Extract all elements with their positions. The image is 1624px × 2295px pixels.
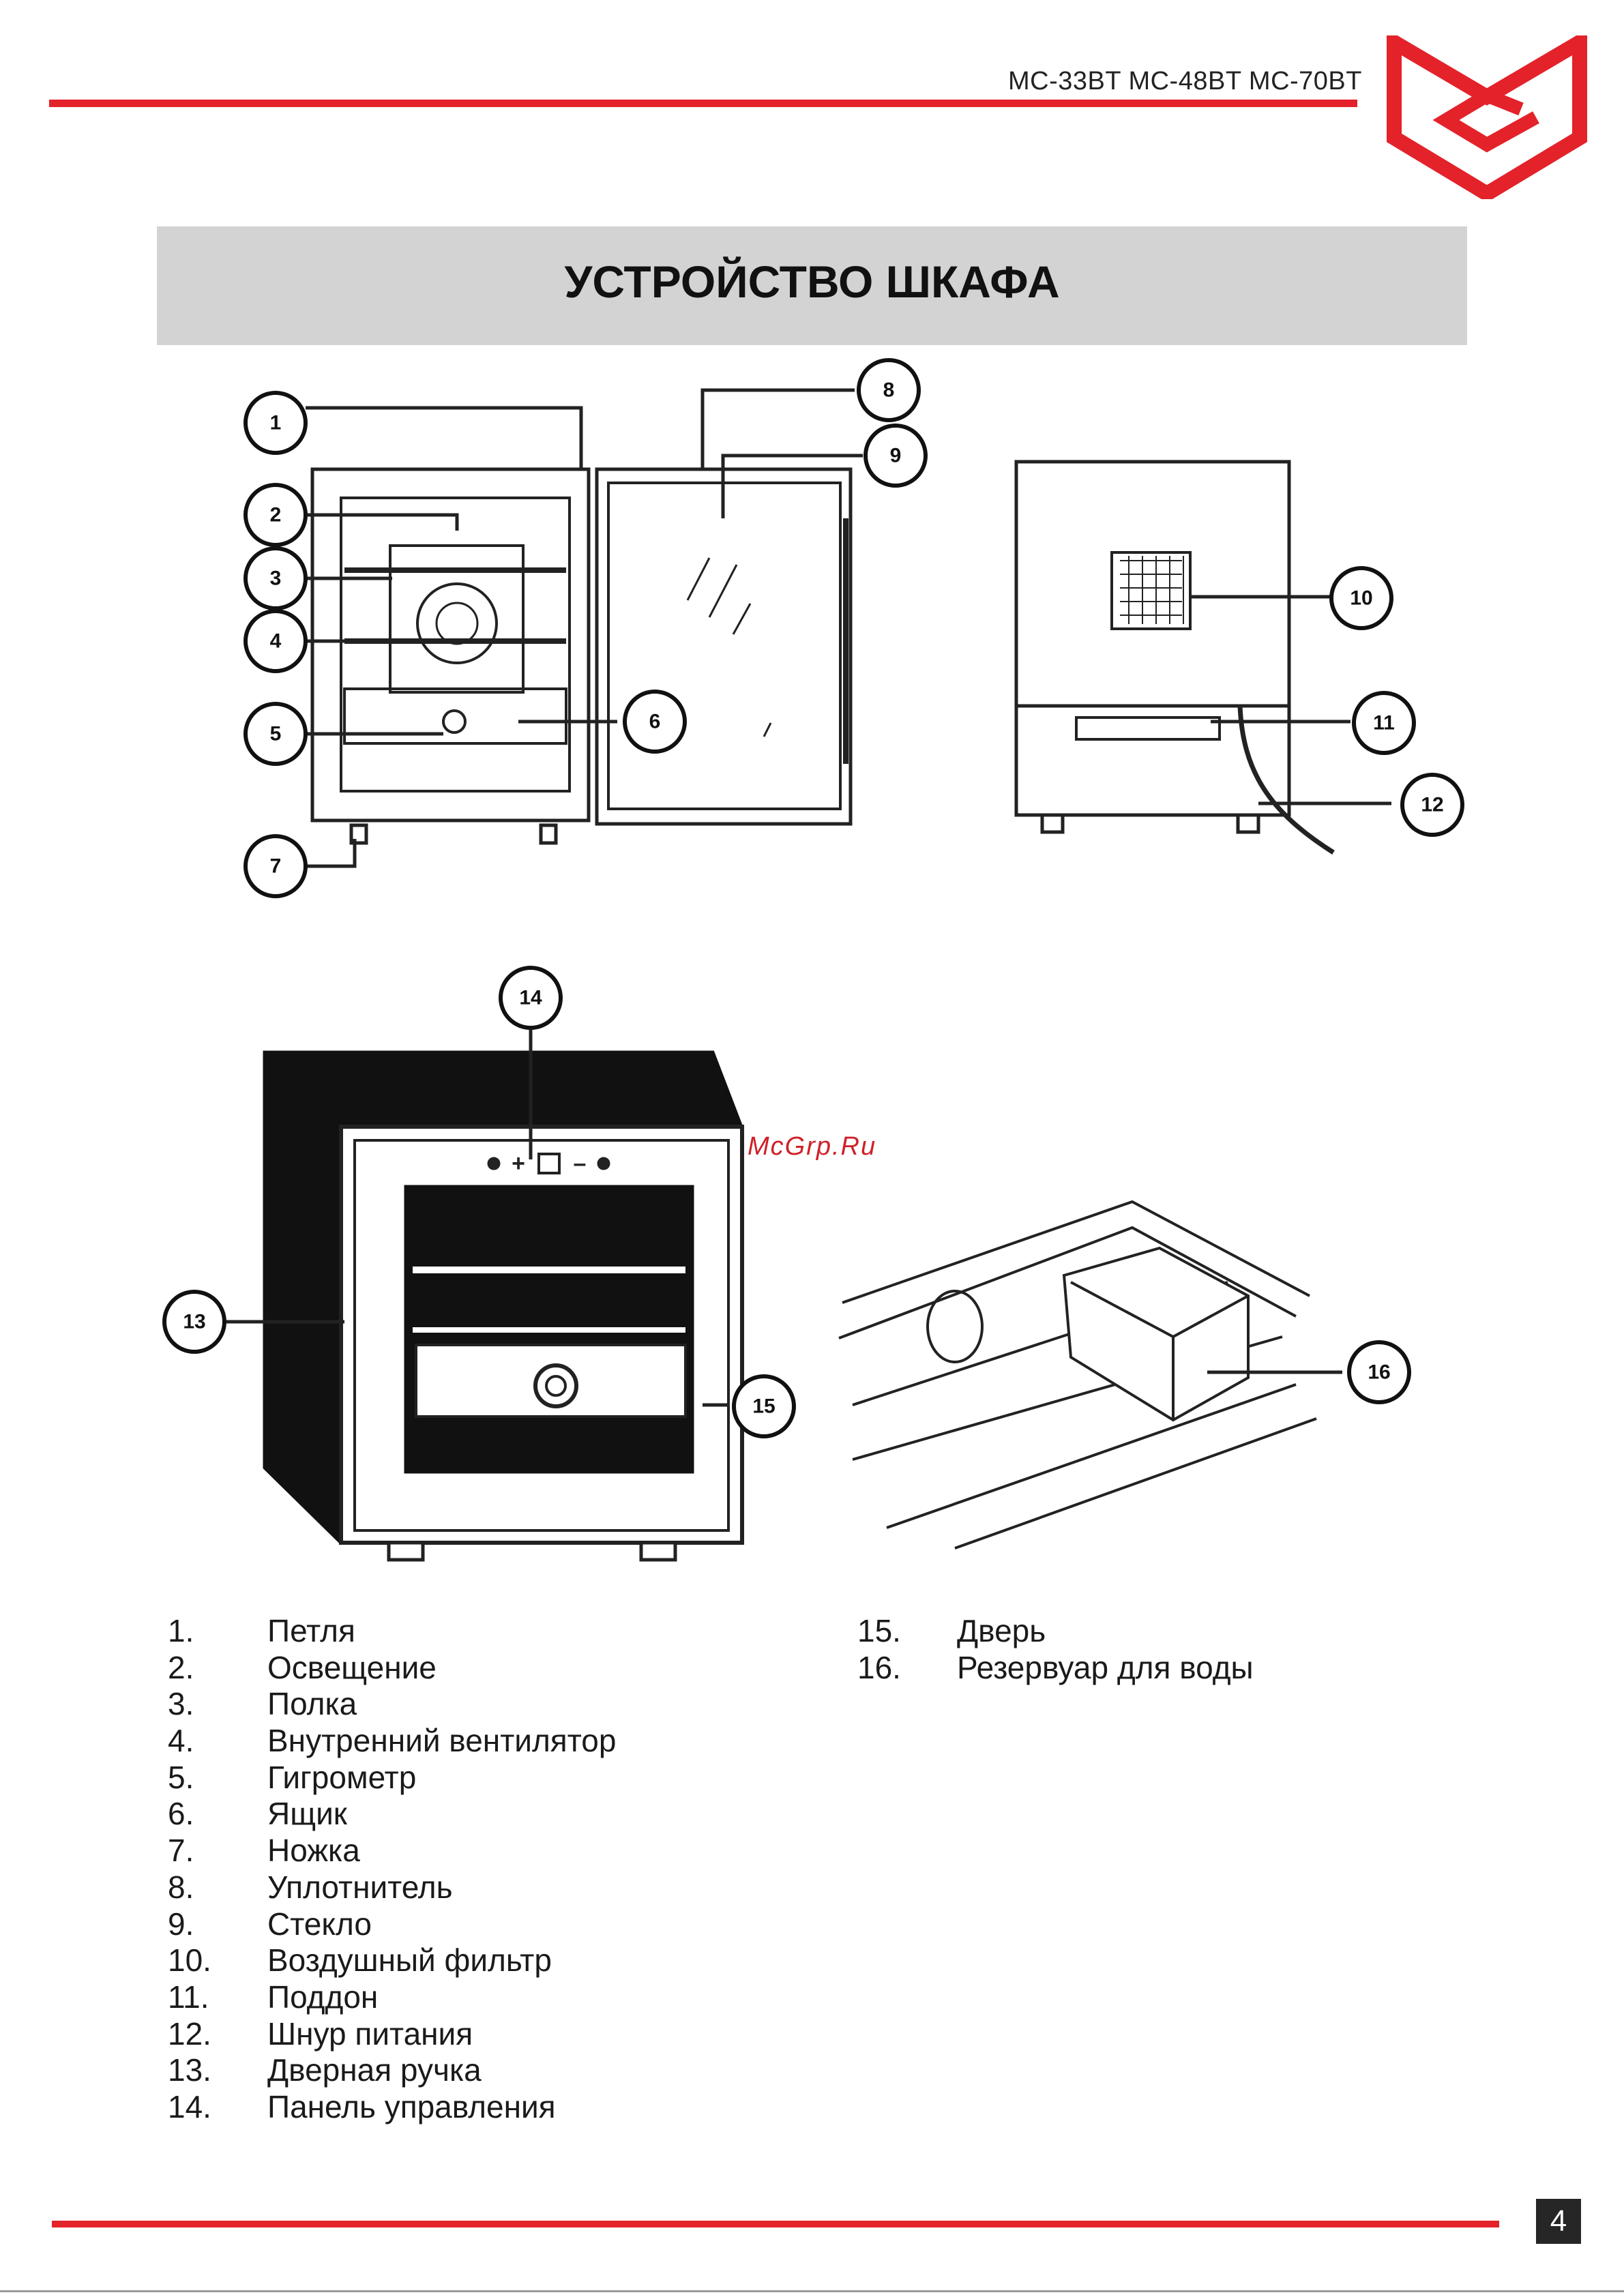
legend-label: Гигрометр [267, 1759, 417, 1795]
legend-number: 3. [168, 1686, 194, 1722]
legend-label: Уплотнитель [267, 1869, 453, 1905]
legend-number: 12. [168, 2015, 211, 2052]
legend-number: 9. [168, 1906, 194, 1942]
callout-1: 1 [270, 412, 282, 434]
legend-label: Петля [267, 1613, 355, 1648]
footer-rule [52, 2221, 1499, 2227]
legend-number: 11. [168, 1979, 209, 2015]
legend-label: Ножка [267, 1833, 360, 1869]
callout-7: 7 [270, 855, 282, 878]
control-minus-symbol: – [574, 1151, 587, 1176]
legend-number: 15. [857, 1613, 901, 1648]
header-rule [49, 100, 1357, 107]
legend-number: 6. [168, 1796, 194, 1832]
model-numbers: MC-33BT MC-48BT MC-70BT [1008, 67, 1362, 95]
legend-number: 4. [168, 1723, 194, 1759]
legend-label: Полка [267, 1686, 357, 1722]
callout-13: 13 [183, 1311, 205, 1333]
legend-label: Освещение [267, 1649, 437, 1685]
cabinet-diagrams: 1 2 3 4 5 6 7 8 9 10 11 12 14 13 15 16 +… [162, 358, 1464, 1562]
legend-number: 7. [168, 1833, 194, 1869]
callout-4: 4 [270, 630, 282, 653]
legend-label: Дверная ручка [267, 2052, 482, 2088]
page-number: 4 [1536, 2199, 1581, 2244]
callout-16: 16 [1368, 1361, 1390, 1384]
legend-label: Резервуар для воды [957, 1649, 1254, 1685]
callout-2: 2 [270, 504, 282, 527]
legend-number: 10. [168, 1942, 211, 1979]
back-view [1014, 460, 1335, 855]
legend-label: Воздушный фильтр [267, 1942, 552, 1979]
front-view-open-door [310, 467, 853, 845]
front-view-closed-door [263, 1050, 744, 1562]
legend-number: 13. [168, 2052, 211, 2088]
callout-10: 10 [1350, 587, 1372, 610]
legend-label: Панель управления [267, 2088, 556, 2124]
brand-logo-icon [1387, 35, 1587, 199]
legend-number: 2. [168, 1649, 194, 1685]
callout-8: 8 [883, 379, 895, 402]
callout-3: 3 [270, 567, 282, 590]
legend-label: Поддон [267, 1979, 379, 2015]
legend-number: 1. [168, 1613, 194, 1648]
callout-15: 15 [752, 1395, 775, 1418]
leader-lines [224, 388, 1391, 1407]
callout-11: 11 [1373, 712, 1395, 735]
legend-label: Шнур питания [267, 2015, 473, 2052]
legend-label: Стекло [267, 1906, 372, 1942]
page-edge-line [0, 2290, 1624, 2292]
page-title: УСТРОЙСТВО ШКАФА [564, 256, 1060, 307]
legend-label: Дверь [957, 1613, 1046, 1648]
legend-number: 5. [168, 1759, 194, 1795]
legend-number: 8. [168, 1869, 194, 1905]
water-reservoir-view [838, 1200, 1317, 1550]
control-plus-symbol: + [512, 1151, 525, 1176]
callout-5: 5 [270, 723, 282, 745]
callout-12: 12 [1421, 794, 1443, 816]
legend-number: 16. [857, 1649, 901, 1685]
legend-number: 14. [168, 2088, 211, 2124]
callout-14: 14 [519, 987, 542, 1009]
title-banner [157, 226, 1467, 345]
legend-label: Внутренний вентилятор [267, 1723, 617, 1759]
legend-label: Ящик [267, 1796, 347, 1832]
watermark: McGrp.Ru [748, 1132, 877, 1161]
callout-6: 6 [649, 711, 661, 733]
callout-9: 9 [890, 445, 902, 467]
